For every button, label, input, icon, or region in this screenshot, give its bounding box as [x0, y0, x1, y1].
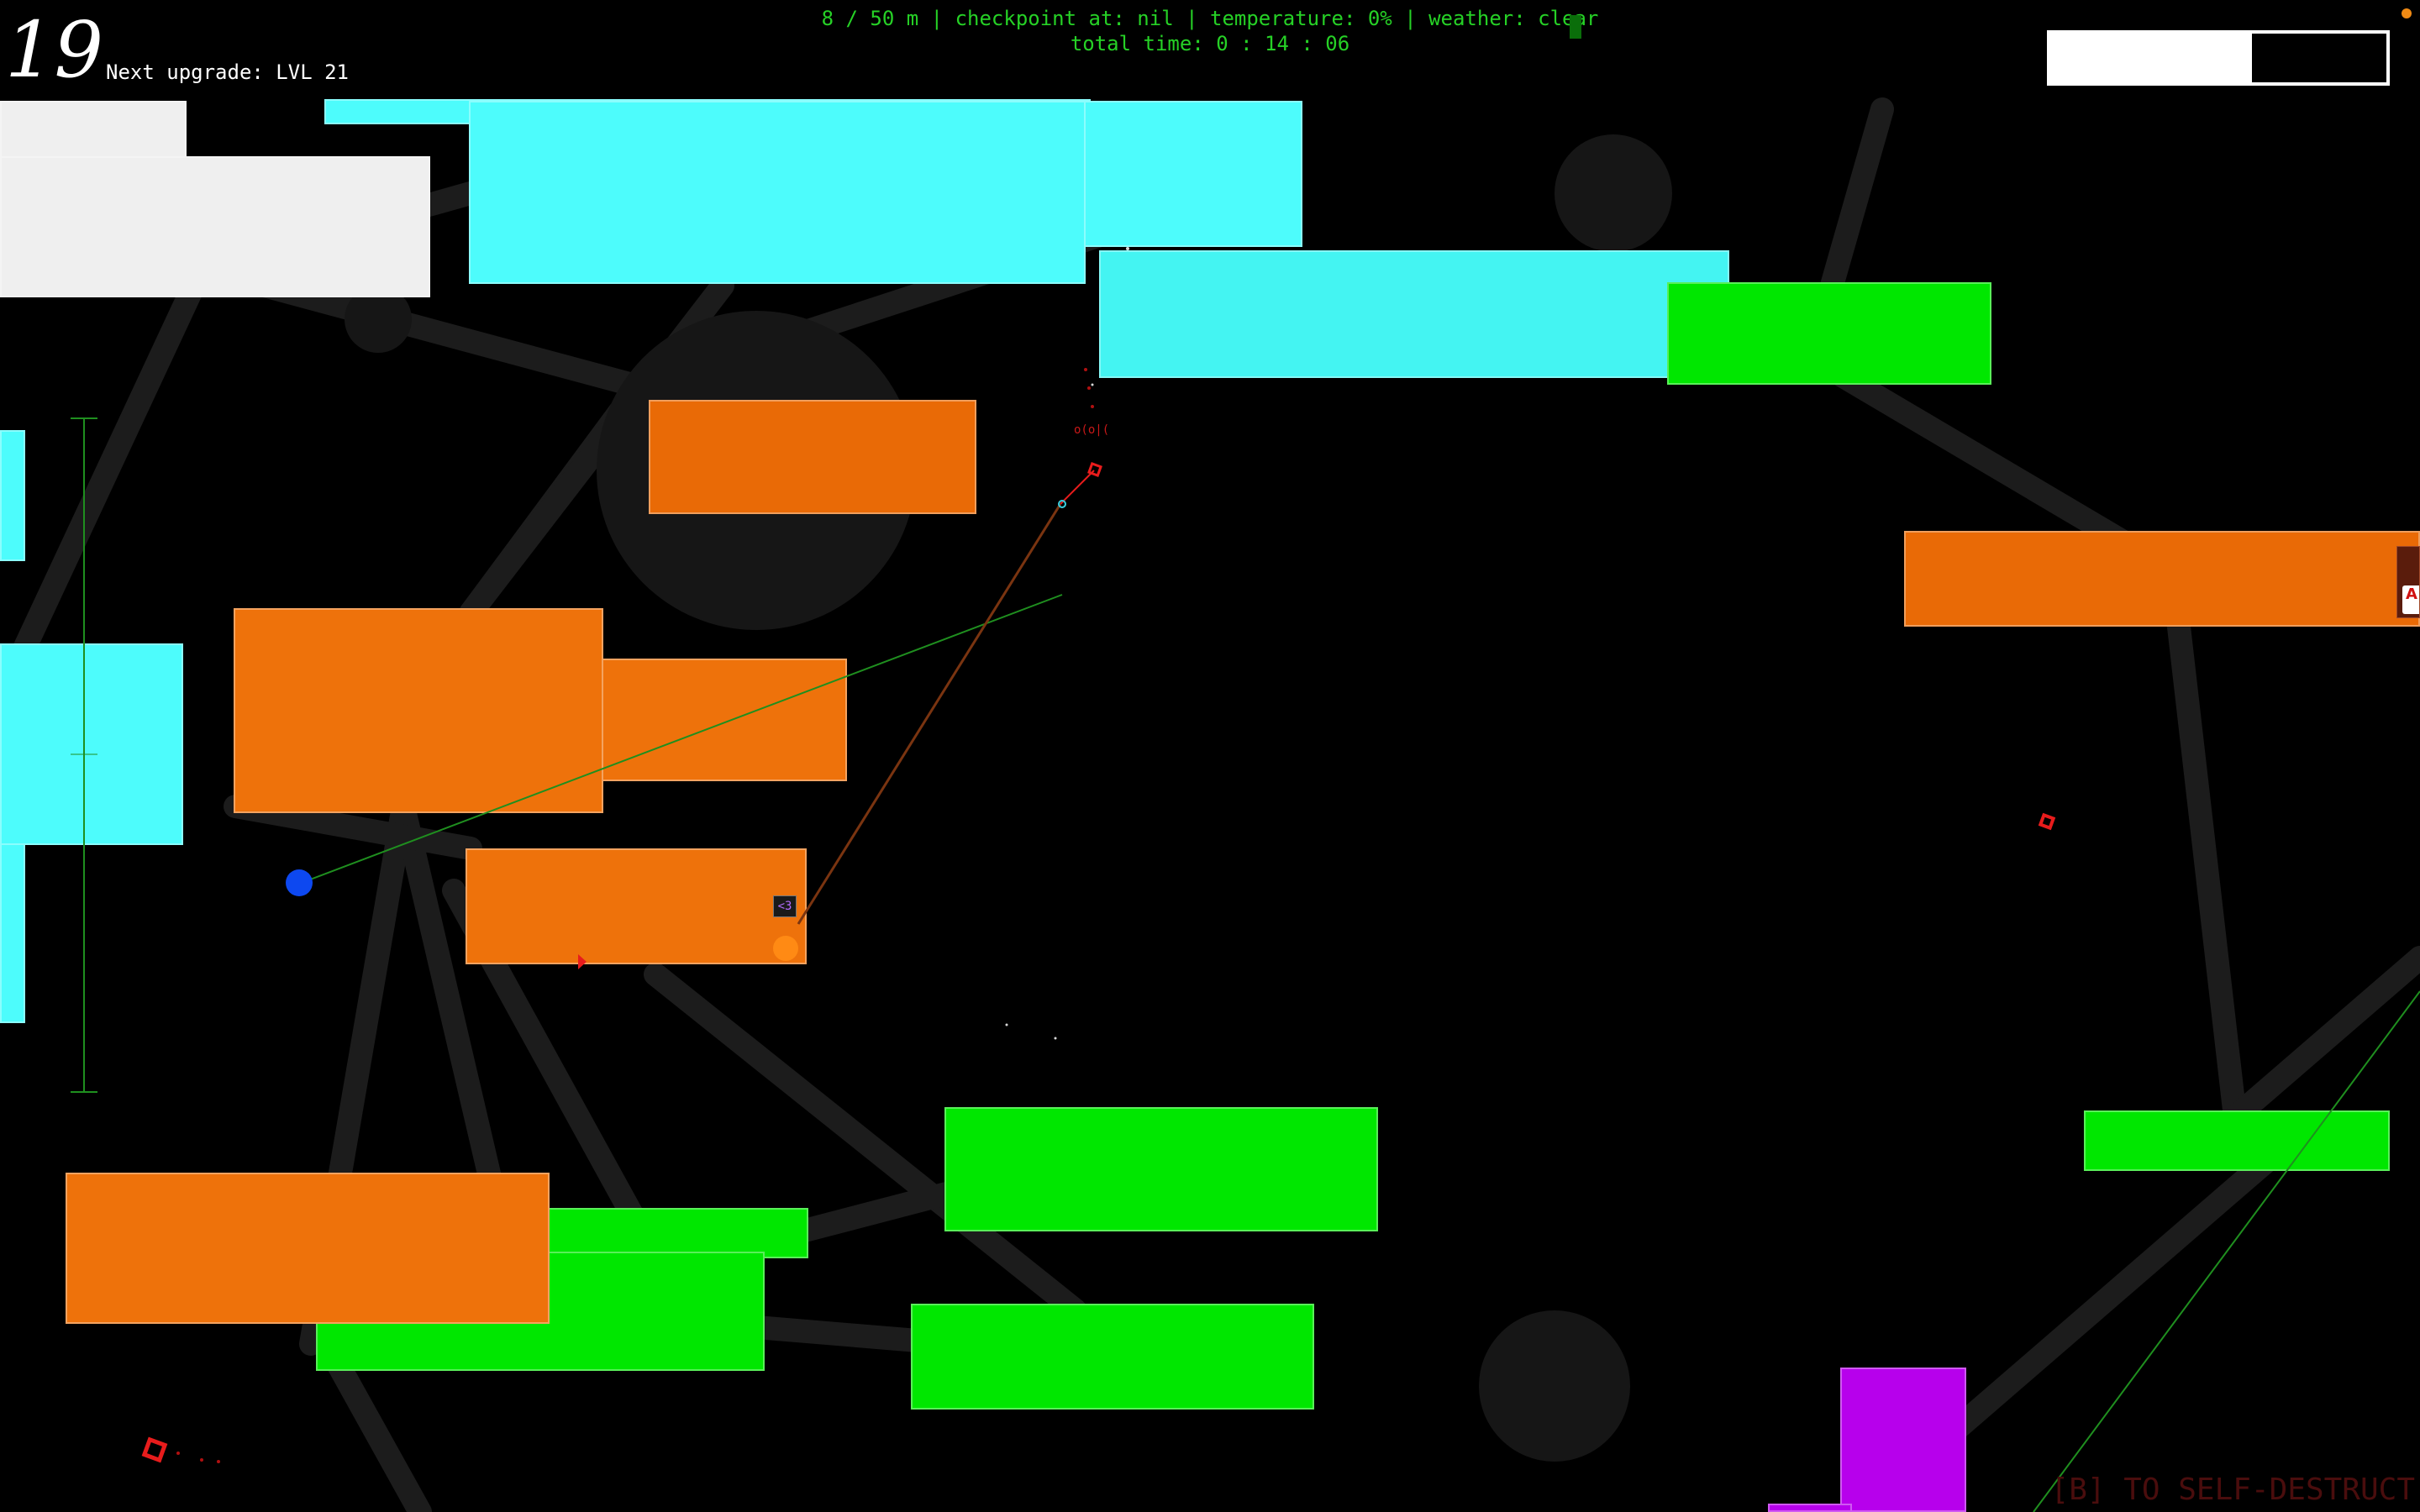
text-cursor: [1570, 15, 1581, 39]
terrain-block-orange: [1904, 531, 2420, 627]
status-dot-icon: [2402, 8, 2412, 18]
terrain-block-green: [911, 1304, 1314, 1410]
terrain-block-cyan: [469, 101, 1086, 284]
terrain-block-white: [0, 156, 430, 297]
progress-tick: [2252, 34, 2257, 82]
terrain-block-cyan: [1084, 101, 1302, 247]
player-orb-icon[interactable]: [286, 869, 313, 896]
progress-fill: [2050, 34, 2252, 82]
orange-orb-icon[interactable]: [773, 936, 798, 961]
terrain-block-purple: [1840, 1368, 1966, 1512]
terrain-block-green: [1667, 282, 1991, 385]
terrain-block-cyan: [0, 643, 183, 845]
terrain-block-green: [944, 1107, 1378, 1231]
terrain-block-orange: [466, 848, 807, 964]
triangle-marker-icon: [578, 954, 587, 969]
terrain-block-cyan: [0, 430, 25, 561]
terrain-block-cyan: [1099, 250, 1729, 378]
progress-bar: [2047, 30, 2390, 86]
self-destruct-hint: [B] TO SELF-DESTRUCT: [2050, 1473, 2415, 1507]
terrain-block-purple: [1768, 1504, 1852, 1512]
terrain-block-orange: [66, 1173, 550, 1324]
level-number: 19: [5, 5, 104, 95]
terrain-block-green: [2084, 1110, 2390, 1171]
total-time: total time: 0 : 14 : 06: [1070, 32, 1350, 55]
terrain-block-cyan: [0, 843, 25, 1023]
terrain-block-orange: [649, 400, 976, 514]
card-icon[interactable]: A: [2396, 546, 2420, 618]
next-upgrade-label: Next upgrade: LVL 21: [106, 60, 349, 84]
terrain-block-orange: [602, 659, 847, 781]
heart-label: <3: [773, 895, 797, 917]
terrain-block-orange: [234, 608, 603, 813]
enemy-glyph: o(o|(: [1074, 423, 1110, 437]
status-line: 8 / 50 m | checkpoint at: nil | temperat…: [821, 7, 1599, 30]
card-face: A: [2402, 585, 2419, 614]
